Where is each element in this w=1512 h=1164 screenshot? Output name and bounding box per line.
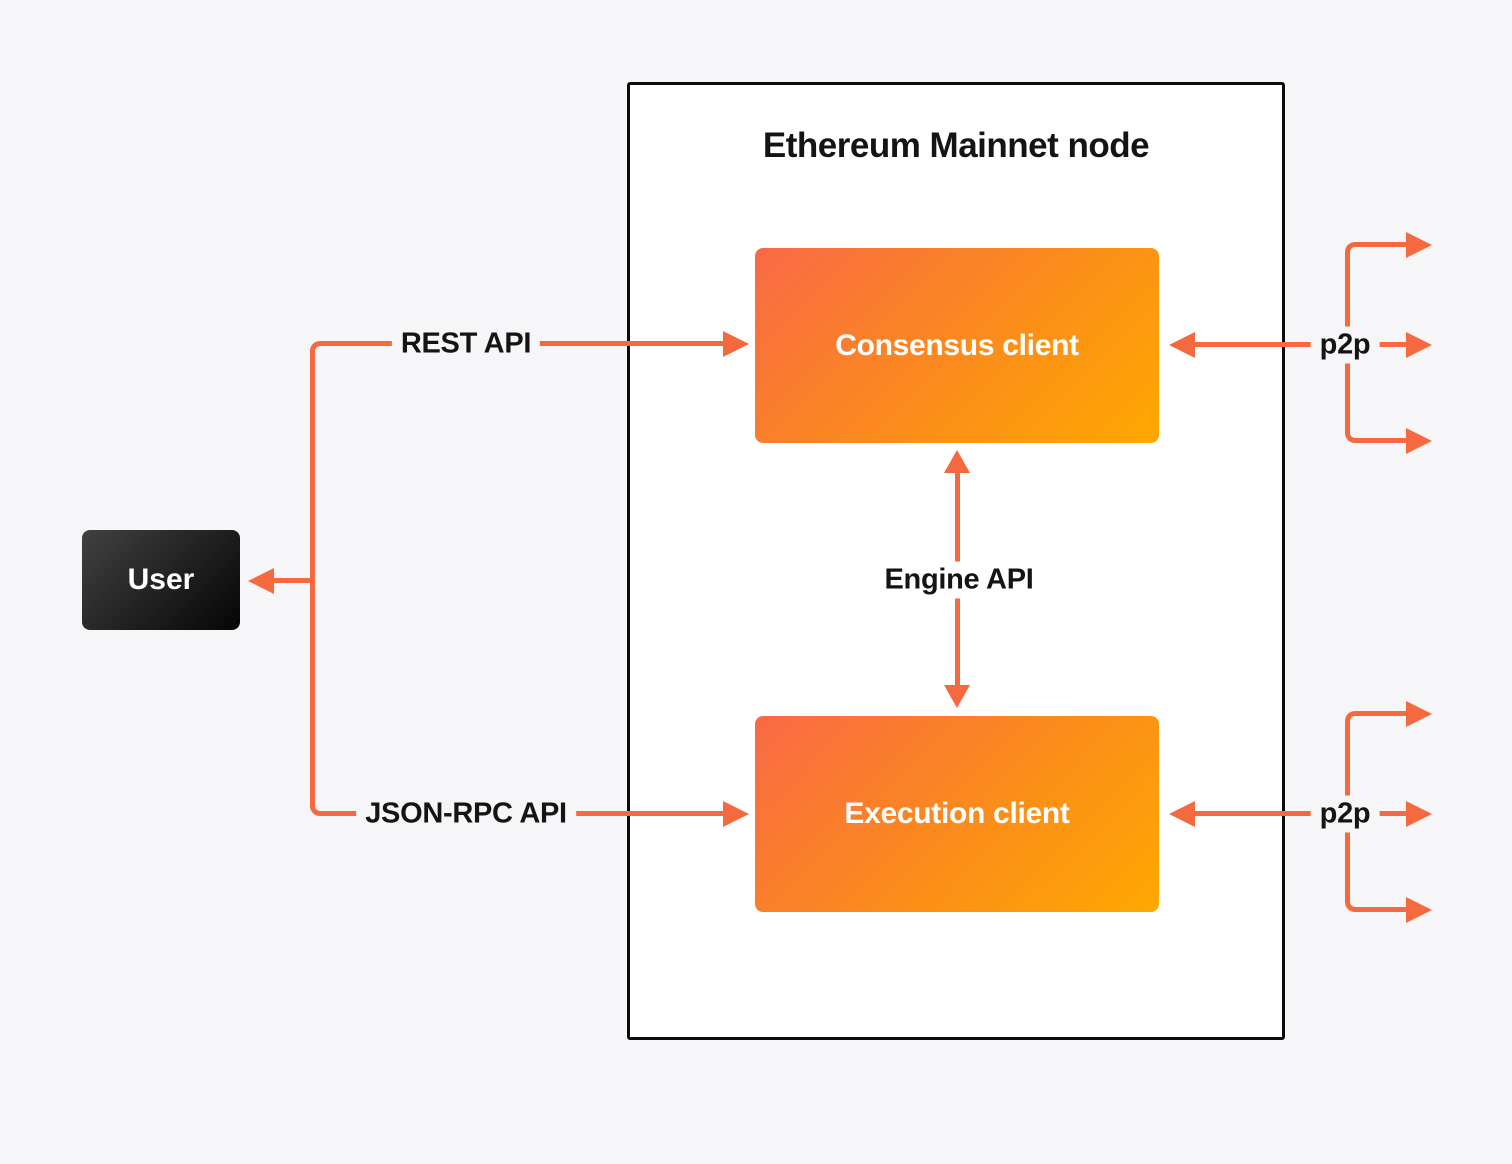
user-arrowhead-icon: [248, 568, 274, 594]
execution-client-box: Execution client: [755, 716, 1159, 912]
p2p-execution-bottom-arrowhead-icon: [1406, 897, 1432, 923]
user-box: User: [82, 530, 240, 630]
consensus-client-box: Consensus client: [755, 248, 1159, 443]
p2p-execution-middle-line: [1375, 811, 1408, 816]
user-label: User: [127, 563, 195, 596]
p2p-consensus-top-arrowhead-icon: [1406, 232, 1432, 258]
p2p-execution-left-arrowhead-icon: [1169, 801, 1195, 827]
p2p-consensus-bottom-arrowhead-icon: [1406, 428, 1432, 454]
engine-api-label: Engine API: [875, 561, 1043, 599]
p2p-consensus-left-arrowhead-icon: [1169, 332, 1195, 358]
p2p-execution-left-line: [1193, 811, 1345, 816]
engine-api-up-arrowhead-icon: [944, 450, 970, 473]
consensus-client-label: Consensus client: [835, 328, 1079, 362]
json-rpc-api-label: JSON-RPC API: [356, 795, 576, 833]
json-rpc-arrowhead-icon: [723, 801, 749, 827]
p2p-execution-label: p2p: [1310, 795, 1380, 833]
p2p-consensus-left-line: [1193, 342, 1345, 347]
user-arrow-line: [274, 578, 314, 583]
p2p-consensus-middle-arrowhead-icon: [1406, 332, 1432, 358]
p2p-consensus-label: p2p: [1310, 326, 1380, 364]
rest-api-label: REST API: [391, 325, 541, 363]
engine-api-down-arrowhead-icon: [944, 685, 970, 708]
execution-client-label: Execution client: [844, 797, 1070, 830]
p2p-execution-middle-arrowhead-icon: [1406, 801, 1432, 827]
p2p-execution-top-arrowhead-icon: [1406, 701, 1432, 727]
p2p-consensus-middle-line: [1375, 342, 1408, 347]
rest-api-arrowhead-icon: [723, 331, 749, 357]
node-title: Ethereum Mainnet node: [762, 126, 1150, 165]
user-api-branch-line: [310, 341, 726, 816]
